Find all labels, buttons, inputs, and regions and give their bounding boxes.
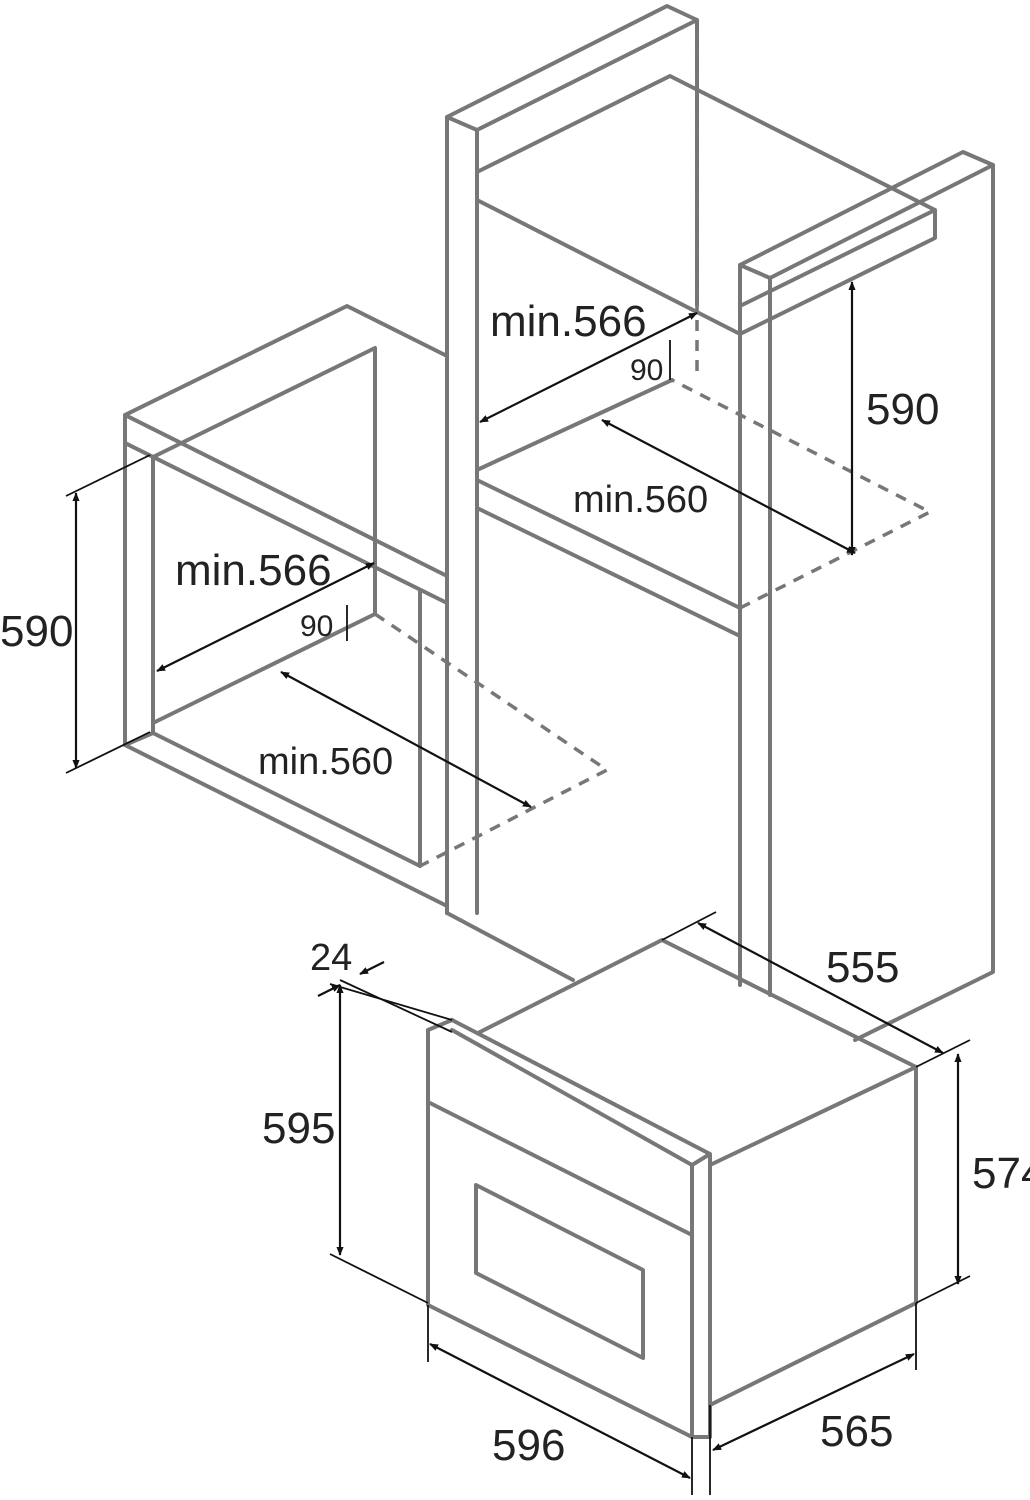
oven-dimensions: 24 595 555 574 596 565 xyxy=(262,911,1030,1495)
oven-body-height-ext-bottom xyxy=(915,1275,971,1304)
oven-frame-thickness-arrow xyxy=(359,961,385,975)
column-height-label: 590 xyxy=(866,385,939,434)
column-depth-label: min.566 xyxy=(490,297,647,346)
counter-back-panel xyxy=(151,346,377,725)
oven-frame-side xyxy=(450,1018,712,1439)
counter-left-side xyxy=(123,441,155,747)
oven-body xyxy=(476,938,918,1407)
oven-depth-ext-bottom xyxy=(915,1039,971,1068)
oven-body-width-dimension-line xyxy=(712,1353,915,1451)
oven-control-panel-line xyxy=(426,1100,694,1237)
column-hidden-edges xyxy=(671,20,934,610)
under-counter-dimensions: 590 min.566 90 min.560 xyxy=(0,454,532,808)
column-width-dimension-line xyxy=(601,419,856,554)
column-dimensions: min.566 90 min.560 590 xyxy=(479,281,939,556)
counter-hidden-edges xyxy=(374,612,611,868)
column-offset-label: 90 xyxy=(630,354,663,387)
column-depth-dimension-line xyxy=(479,312,698,423)
oven-body-width-label: 565 xyxy=(820,1407,893,1456)
oven-frame-ext-line xyxy=(329,983,453,1021)
oven-left-face-line xyxy=(445,911,575,982)
tall-column-cabinet xyxy=(445,4,995,1042)
counter-width-dimension-line xyxy=(280,671,532,808)
column-width-label: min.560 xyxy=(573,479,708,521)
column-left-upright xyxy=(445,4,699,915)
oven-door-window xyxy=(474,1183,645,1360)
oven-frame-thickness-arrow-2 xyxy=(317,984,341,997)
column-top-shelf xyxy=(475,74,937,336)
oven-front-width-label: 596 xyxy=(492,1421,565,1470)
oven-body-depth-dimension-line xyxy=(697,922,944,1054)
oven-front-width-dimension-line xyxy=(429,1343,691,1479)
oven-front-height-label: 595 xyxy=(262,1104,335,1153)
counter-height-label: 590 xyxy=(0,607,73,656)
oven-body-depth-label: 555 xyxy=(826,943,899,992)
counter-offset-label: 90 xyxy=(300,610,333,643)
counter-height-ext-bottom xyxy=(65,731,151,774)
column-right-upright xyxy=(738,150,995,1042)
counter-depth-dimension-line xyxy=(156,562,375,672)
oven-body-height-label: 574 xyxy=(972,1149,1030,1198)
oven-frame-guide xyxy=(339,979,453,1033)
oven-depth-ext-top xyxy=(661,911,717,941)
under-counter-cabinet xyxy=(123,304,611,915)
oven-height-ext-bottom xyxy=(329,1253,429,1304)
oven-frame-thickness-label: 24 xyxy=(310,937,352,979)
counter-depth-label: min.566 xyxy=(175,546,332,595)
counter-width-label: min.560 xyxy=(258,741,393,783)
counter-height-ext-top xyxy=(65,454,151,497)
